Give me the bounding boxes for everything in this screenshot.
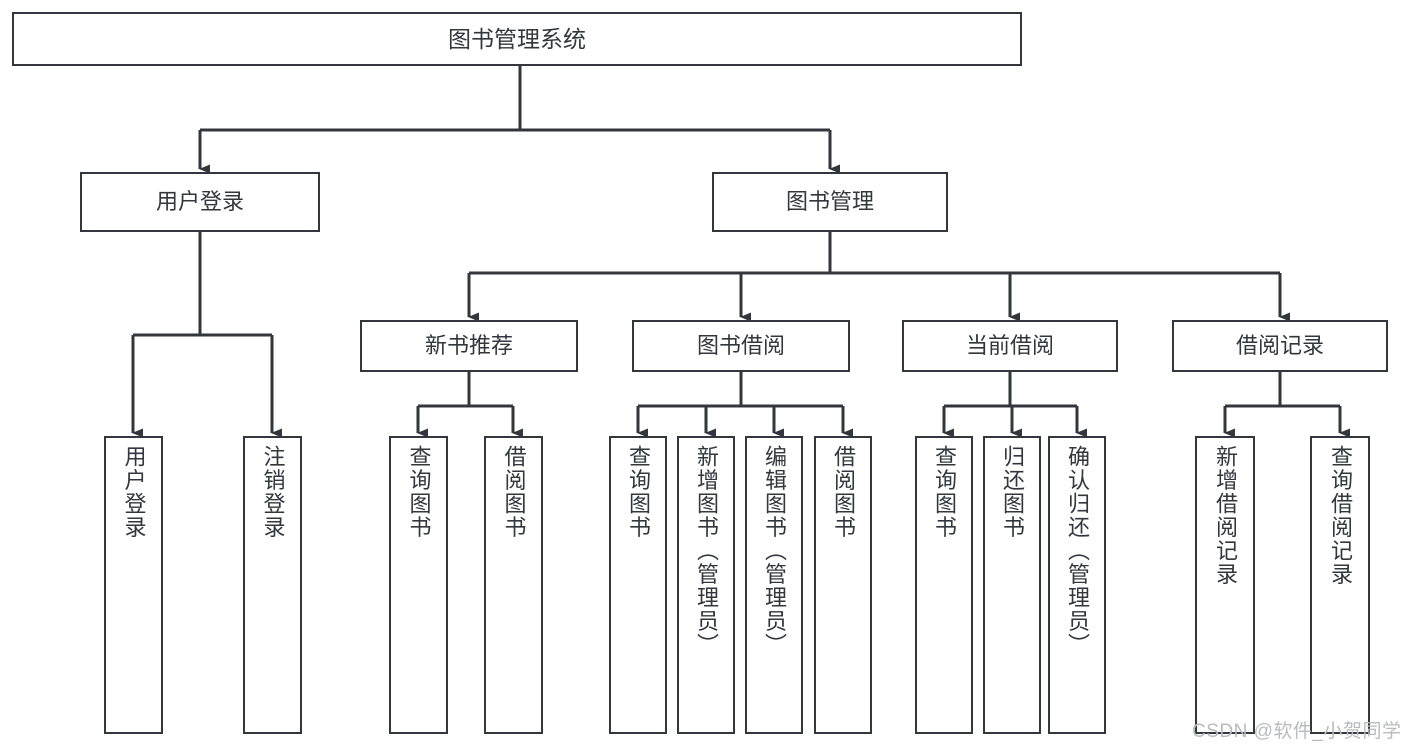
connector-lines [131, 66, 1350, 438]
node-label: 编辑图书（管理员） [762, 445, 787, 657]
leaf-node-注销登录-1[interactable]: 注销登录 [243, 436, 302, 734]
node-label: 新书推荐 [424, 333, 513, 359]
leaf-node-借阅图书-7[interactable]: 借阅图书 [814, 436, 872, 734]
leaf-node-新增借阅记录-11[interactable]: 新增借阅记录 [1195, 436, 1255, 734]
level2-node-图书借阅-1[interactable]: 图书借阅 [632, 320, 850, 372]
node-label: 归还图书 [1000, 445, 1025, 539]
node-label: 新增图书（管理员） [694, 445, 719, 657]
node-label: 图书管理系统 [448, 25, 586, 52]
leaf-node-编辑图书管理员-6[interactable]: 编辑图书（管理员） [745, 436, 803, 734]
node-label: 借阅图书 [501, 445, 527, 539]
node-label: 查询图书 [626, 445, 651, 539]
leaf-node-查询图书-4[interactable]: 查询图书 [609, 436, 667, 734]
node-label: 借阅记录 [1235, 333, 1324, 359]
level2-node-新书推荐-0[interactable]: 新书推荐 [360, 320, 578, 372]
node-label: 当前借阅 [965, 333, 1054, 359]
level1-node-用户登录-0[interactable]: 用户登录 [80, 172, 320, 232]
node-label: 查询图书 [406, 445, 432, 539]
node-label: 图书借阅 [696, 333, 785, 359]
node-label: 借阅图书 [831, 445, 856, 539]
leaf-node-查询借阅记录-12[interactable]: 查询借阅记录 [1310, 436, 1370, 734]
root-node-图书管理系统-0[interactable]: 图书管理系统 [12, 12, 1022, 66]
leaf-node-确认归还管理员-10[interactable]: 确认归还（管理员） [1048, 436, 1106, 734]
level2-node-借阅记录-3[interactable]: 借阅记录 [1172, 320, 1388, 372]
node-label: 图书管理 [785, 189, 874, 215]
level2-node-当前借阅-2[interactable]: 当前借阅 [902, 320, 1118, 372]
leaf-node-归还图书-9[interactable]: 归还图书 [983, 436, 1041, 734]
node-label: 用户登录 [121, 445, 147, 539]
level1-node-图书管理-1[interactable]: 图书管理 [712, 172, 948, 232]
leaf-node-新增图书管理员-5[interactable]: 新增图书（管理员） [677, 436, 735, 734]
watermark-text: CSDN @软件_小贺同学 [1192, 721, 1402, 742]
node-label: 用户登录 [155, 189, 244, 215]
node-label: 新增借阅记录 [1213, 445, 1238, 586]
node-label: 查询图书 [932, 445, 957, 539]
node-label: 查询借阅记录 [1328, 445, 1353, 586]
leaf-node-查询图书-2[interactable]: 查询图书 [389, 436, 448, 734]
leaf-node-借阅图书-3[interactable]: 借阅图书 [484, 436, 543, 734]
node-label: 注销登录 [260, 445, 286, 539]
leaf-node-用户登录-0[interactable]: 用户登录 [104, 436, 163, 734]
leaf-node-查询图书-8[interactable]: 查询图书 [915, 436, 973, 734]
node-label: 确认归还（管理员） [1065, 445, 1090, 657]
